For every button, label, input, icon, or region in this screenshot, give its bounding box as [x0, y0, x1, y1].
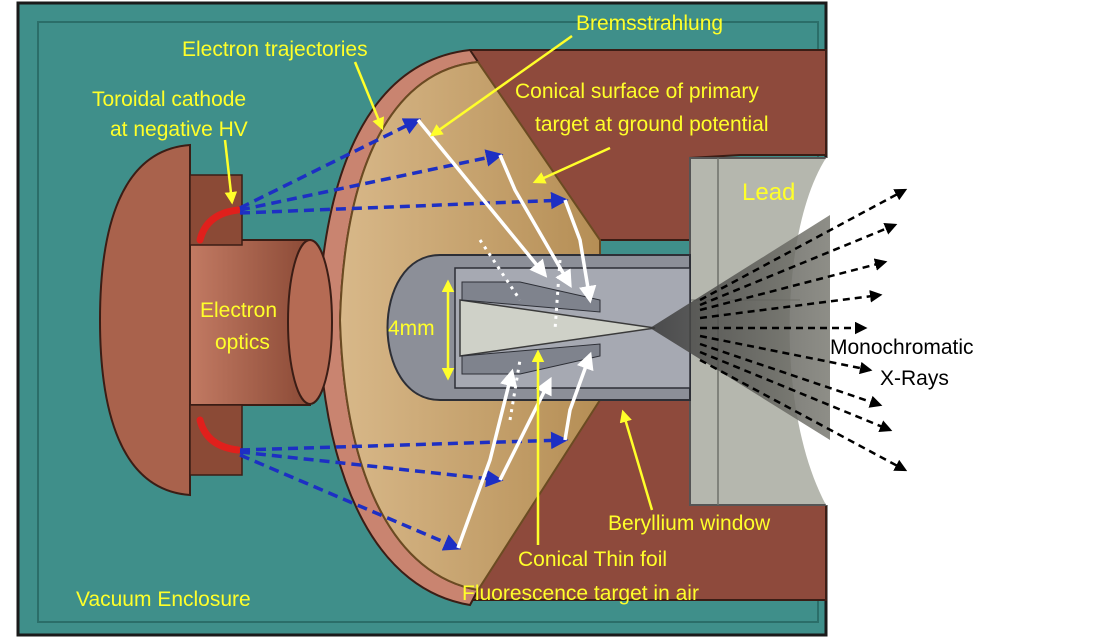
label-conical-thin-foil: Conical Thin foil [518, 548, 667, 571]
brems-ray-1 [416, 118, 548, 278]
label-dimension: 4mm [388, 317, 435, 340]
cathode-dome [98, 143, 191, 497]
xray-3 [699, 258, 888, 312]
label-vacuum-enclosure: Vacuum Enclosure [76, 588, 251, 611]
leader-toroidal-cathode [223, 139, 238, 205]
electron-optics-end [287, 239, 333, 405]
electron-path-4 [239, 431, 569, 452]
brems-ray-4 [563, 351, 594, 441]
bremsstrahlung-dotted [478, 239, 562, 421]
brems-ray-2 [498, 154, 572, 289]
xray-7 [699, 342, 883, 408]
xray-8 [699, 350, 893, 432]
electron-trajectories [239, 118, 569, 551]
label-bremsstrahlung: Bremsstrahlung [576, 12, 723, 35]
label-toroidal-cathode-1: Toroidal cathode [92, 88, 246, 111]
conical-thin-foil [459, 299, 656, 357]
electron-path-2 [239, 149, 504, 212]
label-electron-trajectories: Electron trajectories [182, 38, 368, 61]
xray-4 [699, 290, 883, 320]
label-monochromatic-1: Monochromatic [830, 336, 974, 359]
xray-6 [699, 334, 873, 375]
label-toroidal-cathode-2: at negative HV [110, 118, 248, 141]
xray-1 [699, 188, 908, 302]
leader-arrows [223, 34, 654, 545]
foil-holder-top [461, 281, 601, 313]
label-lead: Lead [742, 179, 795, 206]
label-conical-surface-2: target at ground potential [535, 113, 769, 136]
label-fluorescence-target: Fluorescence target in air [462, 582, 699, 605]
toroidal-cathode-top [196, 206, 242, 244]
brems-ray-3 [563, 199, 597, 304]
label-electron-optics-2: optics [215, 331, 270, 354]
label-monochromatic-2: X-Rays [880, 367, 949, 390]
brems-ray-6 [456, 368, 518, 549]
leader-conical-surface [532, 146, 611, 184]
electron-path-3 [239, 191, 569, 215]
toroidal-cathode-bottom [196, 416, 242, 454]
label-electron-optics-1: Electron [200, 299, 277, 322]
label-conical-surface-1: Conical surface of primary [515, 80, 759, 103]
brems-ray-5 [498, 376, 552, 481]
electron-path-6 [239, 453, 462, 551]
leader-beryllium [619, 409, 654, 511]
leader-electron-trajectories [353, 61, 384, 131]
electron-path-1 [239, 118, 422, 210]
electron-path-5 [239, 450, 504, 488]
bremsstrahlung-rays [416, 118, 597, 549]
leader-bremsstrahlung [429, 34, 573, 137]
monochromatic-xrays [699, 188, 908, 472]
xray-9 [699, 358, 908, 472]
label-beryllium-window: Beryllium window [608, 512, 771, 535]
